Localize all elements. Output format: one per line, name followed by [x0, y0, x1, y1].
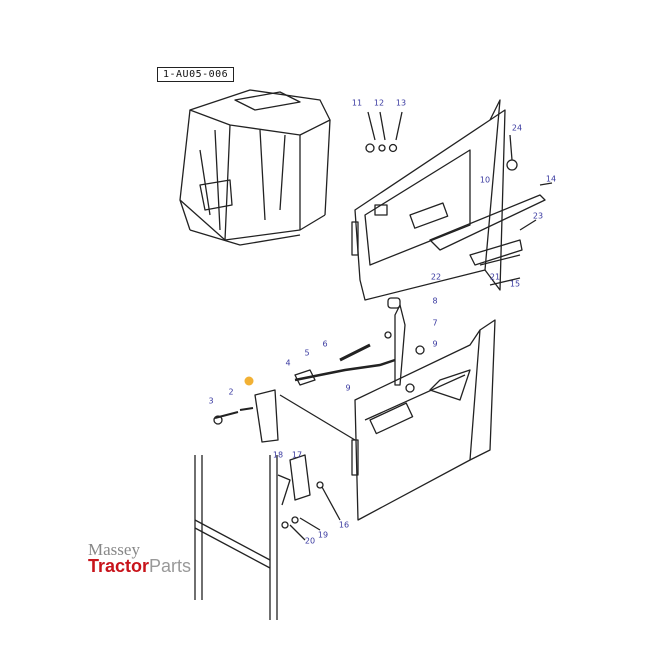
callout-16: 16 — [338, 520, 350, 530]
callout-11: 11 — [351, 98, 363, 108]
callout-7: 7 — [432, 318, 438, 328]
callout-5: 5 — [304, 348, 310, 358]
callout-8: 8 — [432, 296, 438, 306]
callout-6: 6 — [322, 339, 328, 349]
callout-1: 1 — [244, 376, 254, 386]
callout-2: 2 — [228, 387, 234, 397]
callout-20: 20 — [304, 536, 316, 546]
callout-3: 3 — [208, 396, 214, 406]
callout-13: 13 — [395, 98, 407, 108]
frame-illustration — [194, 454, 341, 620]
callout-21: 21 — [489, 272, 501, 282]
callout-12: 12 — [373, 98, 385, 108]
callout-9: 9 — [432, 339, 438, 349]
callout-19: 19 — [317, 530, 329, 540]
callout-22: 22 — [430, 272, 442, 282]
callout-15: 15 — [509, 279, 521, 289]
logo-line1: Massey — [88, 540, 140, 559]
logo-parts: Parts — [149, 556, 192, 576]
reference-code-label: 1-AU05-006 — [157, 67, 235, 82]
logo-tractor: Tractor — [88, 556, 150, 576]
callout-24: 24 — [511, 123, 523, 133]
callout-14: 14 — [545, 174, 557, 184]
callout-18: 18 — [272, 450, 284, 460]
massey-tractor-parts-logo: Massey TractorParts — [88, 540, 192, 576]
callout-10: 10 — [479, 175, 491, 185]
callout-23: 23 — [532, 211, 544, 221]
callout-17: 17 — [291, 450, 303, 460]
lower-door-illustration — [213, 297, 496, 521]
callout-4: 4 — [285, 358, 291, 368]
upper-door-illustration — [351, 99, 553, 301]
cab-illustration — [179, 89, 331, 246]
callout-9: 9 — [345, 383, 351, 393]
